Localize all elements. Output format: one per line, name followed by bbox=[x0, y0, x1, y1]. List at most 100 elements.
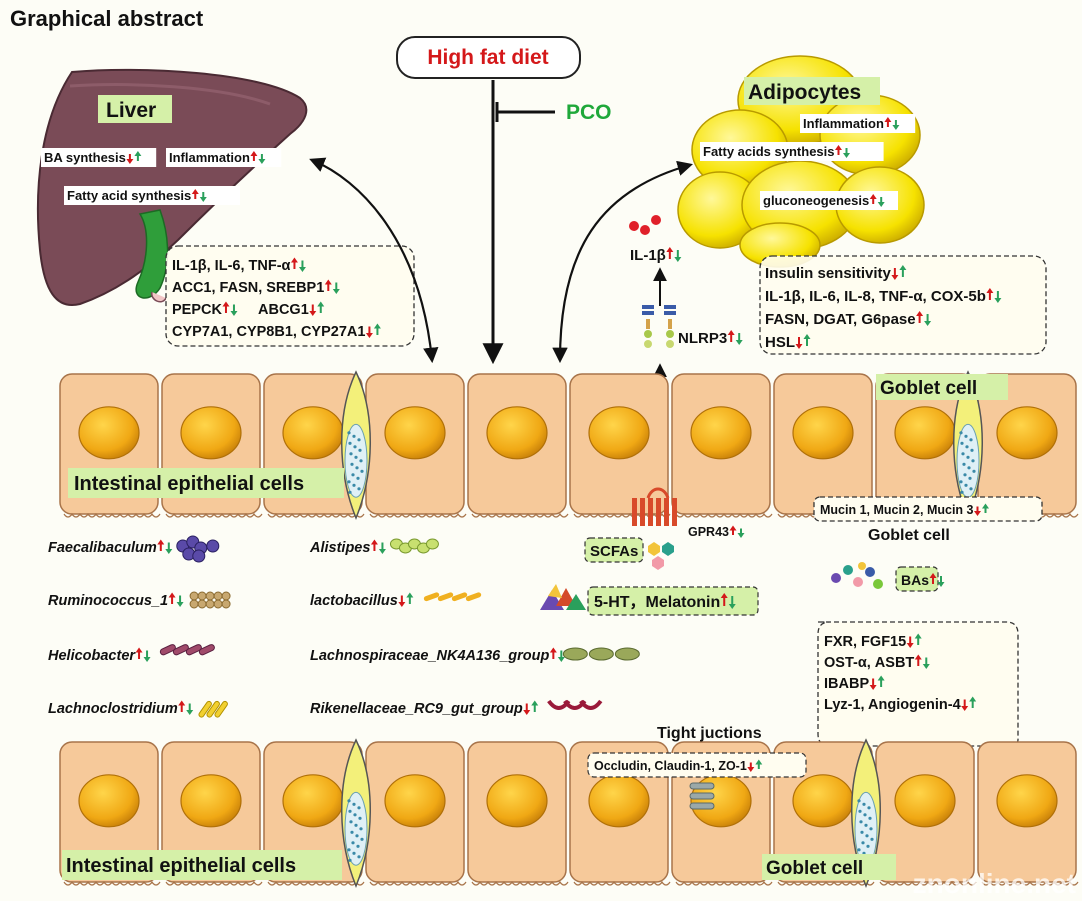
goblet-mid-label: Goblet cell bbox=[868, 527, 950, 544]
adipocytes-title: Adipocytes bbox=[748, 81, 861, 104]
microbe: Faecalibaculum bbox=[48, 535, 220, 563]
microbe-oval-icon bbox=[562, 647, 640, 661]
bile-gene-text: FXR, FGF15 bbox=[824, 634, 906, 650]
bile-acid-molecules-icon bbox=[831, 562, 883, 589]
nucleus bbox=[384, 406, 446, 460]
bile-gene-text: OST-α, ASBT bbox=[824, 655, 914, 671]
nlrp3-label: NLRP3 bbox=[678, 330, 743, 347]
gpr43-label: GPR43 bbox=[688, 525, 745, 539]
tight-junction-text: Occludin, Claudin-1, ZO-1 bbox=[594, 759, 747, 773]
microbe: Ruminococcus_1 bbox=[48, 591, 231, 609]
nucleus bbox=[78, 774, 140, 828]
epithelial-cell bbox=[365, 373, 467, 518]
nlrp3-complex-icon bbox=[642, 305, 676, 348]
liver-gene-text: ABCG1 bbox=[258, 302, 309, 318]
bas-box bbox=[895, 566, 939, 592]
adipocyte-gene-box bbox=[759, 255, 1047, 355]
goblet-cell bbox=[953, 370, 983, 520]
goblet-top-label: Goblet cell bbox=[880, 378, 977, 399]
adipocyte-gene-text: IL-1β, IL-6, IL-8, TNF-α, COX-5b bbox=[765, 288, 986, 305]
liver-tag: Inflammation bbox=[166, 148, 282, 167]
microbe: Helicobacter bbox=[48, 644, 215, 664]
adipocytes-title-bg bbox=[744, 77, 880, 105]
nucleus bbox=[486, 774, 548, 828]
adipocyte-gene: Insulin sensitivity bbox=[765, 265, 907, 282]
il1b-molecules bbox=[629, 215, 661, 235]
goblet-cell bbox=[341, 738, 371, 888]
adipocyte-tag-text: gluconeogenesis bbox=[763, 193, 869, 208]
liver-tag-text: Inflammation bbox=[169, 150, 250, 165]
nucleus bbox=[588, 406, 650, 460]
epithelial-cell bbox=[773, 373, 875, 518]
lower-epithelium-label: Intestinal epithelial cells bbox=[66, 855, 296, 877]
liver-gene-text: IL-1β, IL-6, TNF-α bbox=[172, 258, 291, 274]
bile-gene-text: IBABP bbox=[824, 676, 869, 692]
adipocyte-tag-text: Fatty acids synthesis bbox=[703, 144, 835, 159]
tight-junctions-title: Tight juctions bbox=[657, 725, 762, 742]
nucleus bbox=[996, 406, 1058, 460]
mucin-label: Mucin 1, Mucin 2, Mucin 3 bbox=[820, 503, 989, 517]
nucleus bbox=[588, 774, 650, 828]
scfas-box bbox=[584, 537, 644, 563]
upper-epithelium-label: Intestinal epithelial cells bbox=[74, 473, 304, 495]
lower-epithelium-label-bg bbox=[62, 850, 342, 880]
goblet-top-label-bg bbox=[876, 374, 1008, 400]
microbe-curve-icon bbox=[547, 699, 603, 710]
nucleus bbox=[384, 774, 446, 828]
adipocyte-gene: FASN, DGAT, G6pase bbox=[765, 311, 932, 328]
bile-gene: OST-α, ASBT bbox=[824, 654, 930, 671]
liver-gene: IL-1β, IL-6, TNF-α bbox=[172, 257, 306, 274]
liver-tag-text: Fatty acid synthesis bbox=[67, 188, 191, 203]
nucleus bbox=[792, 774, 854, 828]
tight-junction-box bbox=[587, 752, 807, 778]
epithelial-cell bbox=[161, 741, 263, 886]
upper-epithelium-label-bg bbox=[68, 468, 344, 498]
nlrp3: NLRP3 bbox=[678, 330, 743, 347]
nucleus bbox=[690, 406, 752, 460]
liver-gene: CYP7A1, CYP8B1, CYP27A1 bbox=[172, 323, 381, 340]
mucin: Mucin 1, Mucin 2, Mucin 3 bbox=[820, 503, 989, 517]
epithelial-cell bbox=[467, 373, 569, 518]
mucin-text: Mucin 1, Mucin 2, Mucin 3 bbox=[820, 503, 974, 517]
microbe-text: lactobacillus bbox=[310, 593, 398, 609]
epithelial-cell bbox=[977, 373, 1079, 518]
liver-gene-text: ACC1, FASN, SREBP1 bbox=[172, 280, 324, 296]
microbe: Lachnoclostridium bbox=[48, 700, 228, 718]
page-title: Graphical abstract bbox=[10, 6, 204, 31]
liver-title: Liver bbox=[106, 99, 156, 122]
microbe: Lachnospiraceae_NK4A136_group bbox=[310, 647, 640, 664]
adipocyte-gene-text: Insulin sensitivity bbox=[765, 265, 892, 282]
adipocyte-tag-text: Inflammation bbox=[803, 116, 884, 131]
serotonin-label: 5-HT，Melatonin bbox=[594, 593, 736, 611]
epithelial-cell bbox=[569, 373, 671, 518]
serotonin-box bbox=[587, 586, 759, 616]
adipocyte-gene: IL-1β, IL-6, IL-8, TNF-α, COX-5b bbox=[765, 288, 1002, 305]
microbe-text: Rikenellaceae_RC9_gut_group bbox=[310, 701, 523, 717]
goblet-bottom-label-bg bbox=[762, 854, 896, 880]
bas-label: BAs bbox=[901, 572, 945, 588]
goblet-bottom-label: Goblet cell bbox=[766, 858, 863, 879]
gpr43: GPR43 bbox=[688, 525, 745, 539]
microbe: lactobacillus bbox=[310, 592, 482, 609]
epithelial-cell bbox=[977, 741, 1079, 886]
adipocyte-gene-text: HSL bbox=[765, 334, 795, 351]
microbe-text: Helicobacter bbox=[48, 648, 136, 664]
scfas-label: SCFAs bbox=[590, 543, 638, 560]
microbe-text: Alistipes bbox=[309, 540, 370, 556]
gut-adipose-arrow bbox=[552, 160, 693, 364]
microbe-text: Faecalibaculum bbox=[48, 540, 157, 556]
epithelial-cell bbox=[875, 373, 977, 518]
epithelial-cell bbox=[671, 373, 773, 518]
nlrp3-text: NLRP3 bbox=[678, 330, 727, 347]
microbe-text: Lachnoclostridium bbox=[48, 701, 178, 717]
tight-junction: Occludin, Claudin-1, ZO-1 bbox=[594, 759, 763, 773]
nucleus bbox=[78, 406, 140, 460]
adipocyte-gene-text: FASN, DGAT, G6pase bbox=[765, 311, 916, 328]
bile-gene: Lyz-1, Angiogenin-4 bbox=[824, 696, 977, 713]
microbe: Alistipes bbox=[309, 538, 439, 556]
nucleus bbox=[180, 774, 242, 828]
goblet-cell bbox=[341, 370, 371, 520]
